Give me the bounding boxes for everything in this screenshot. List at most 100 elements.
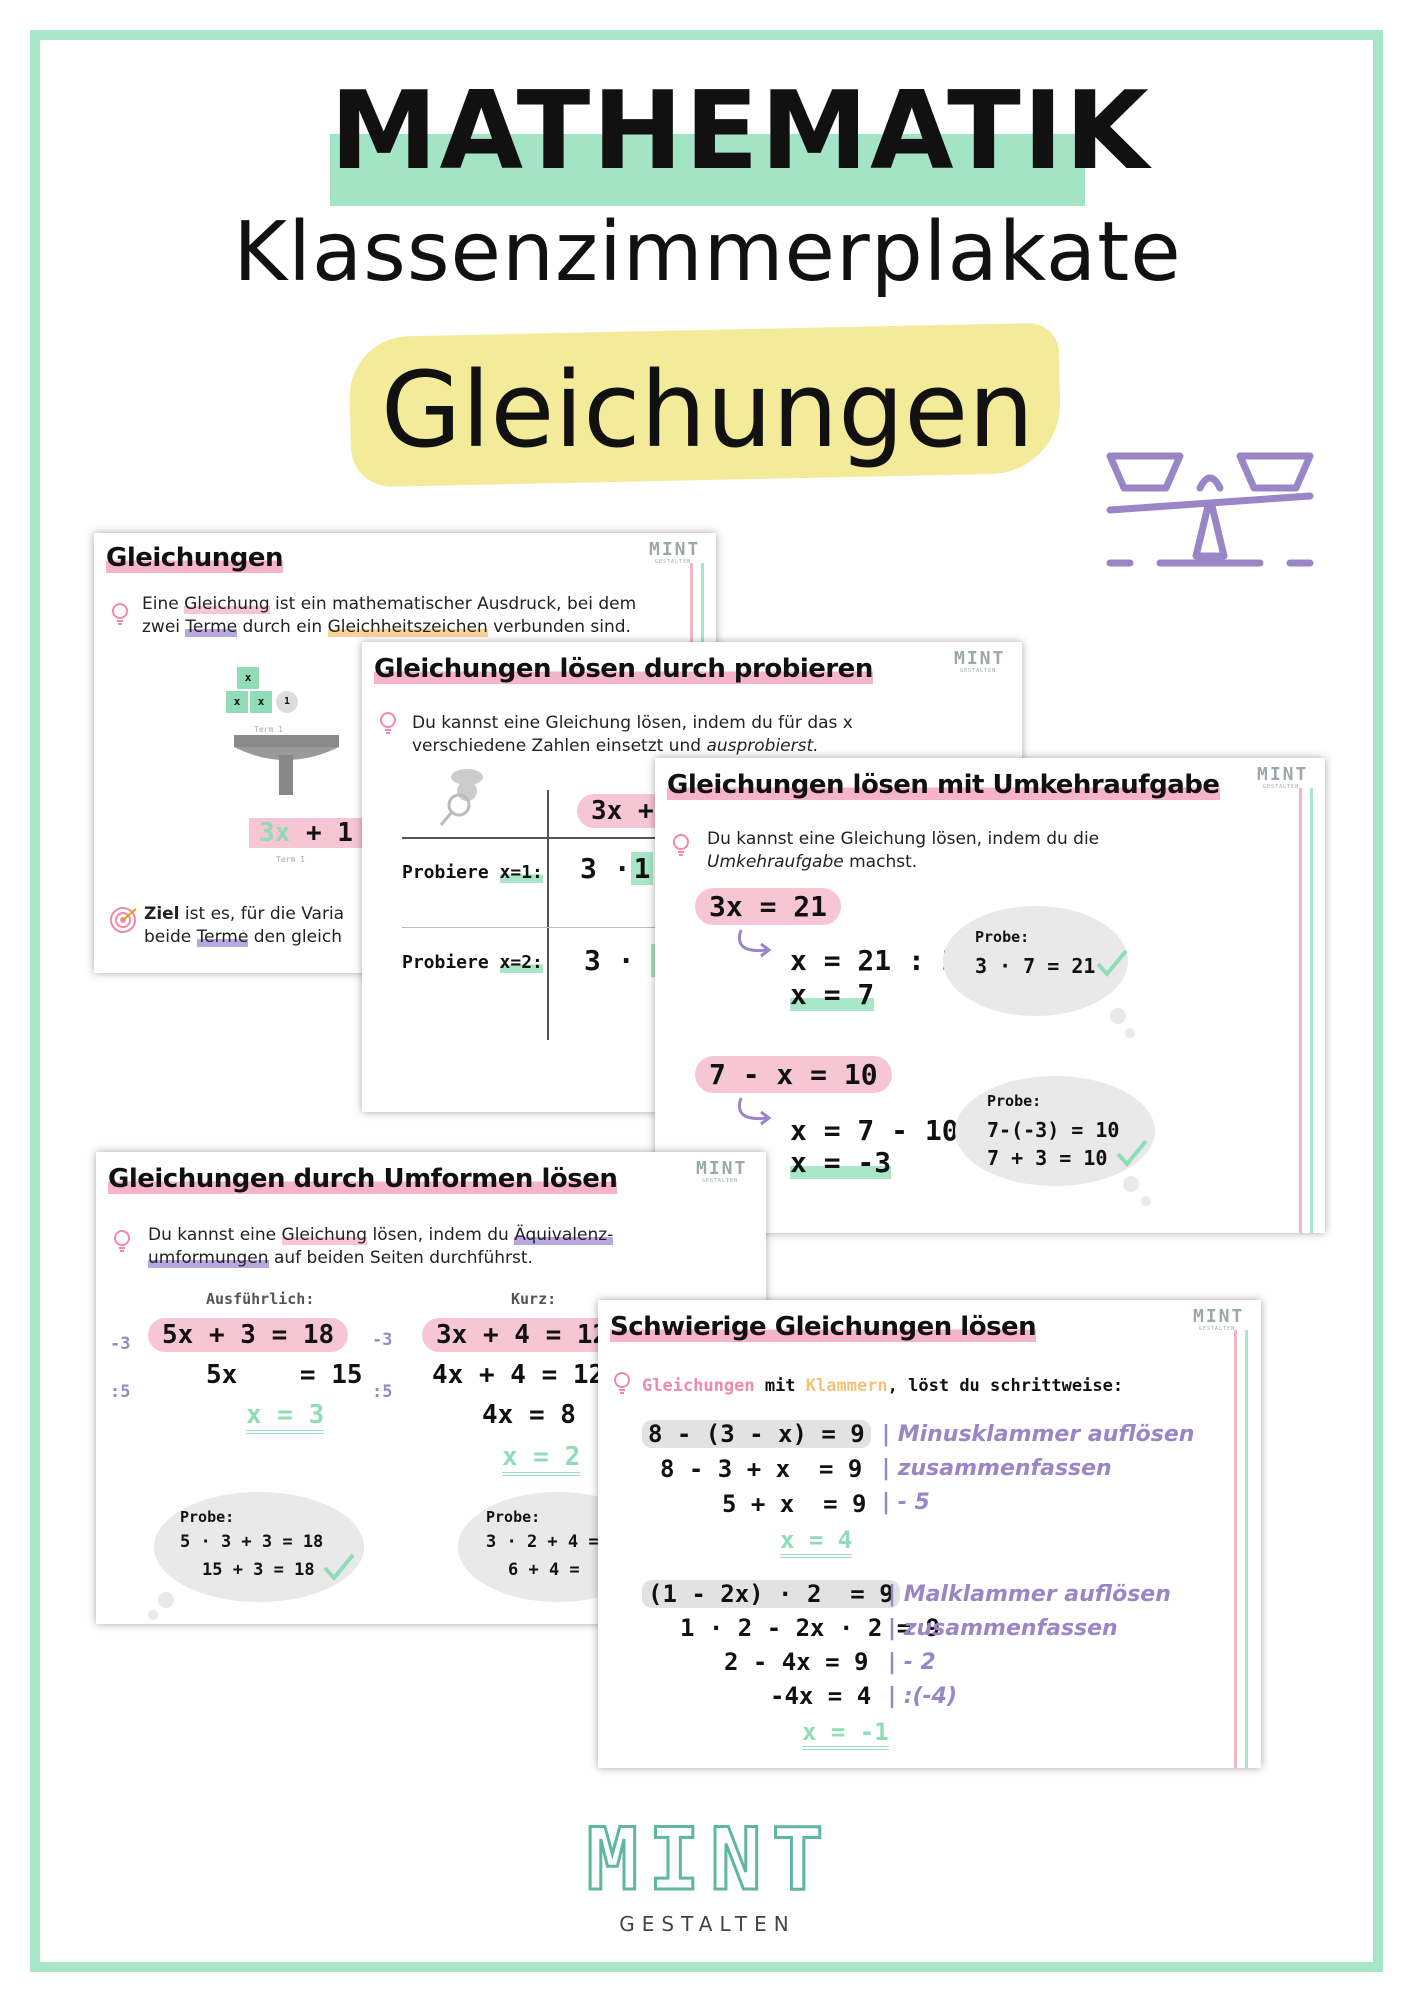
equation-2: 7 - x = 10 [695,1056,892,1093]
equation-line: 5x = 15 [206,1360,363,1390]
thought-dot [1125,1028,1135,1038]
thought-dot [148,1610,158,1620]
card-stripes [1234,1330,1248,1768]
detective-icon [439,769,483,826]
thought-cloud [154,1492,364,1602]
poster-card-schwierige: Schwierige Gleichungen lösen MINT Gleich… [598,1300,1261,1768]
probe-label: Probe: [180,1508,235,1526]
text-segment: x=2: [499,952,543,973]
probe-line: 7 + 3 = 10 [987,1146,1108,1170]
balance-illustration [234,735,339,795]
text-segment: Ziel [144,904,180,924]
equation-line: 8 - 3 + x = 9 [660,1455,863,1483]
thought-dot [158,1592,174,1608]
card-stripes [1299,788,1313,1233]
equation-line: 4x + 4 = 12 [432,1360,605,1390]
equation-step: x = 7 - 10 [790,1114,959,1147]
row-label: Probiere x=2: [402,952,543,973]
weight-1: 1 [276,691,298,713]
mint-small-logo: MINT [696,1158,747,1184]
step-note: | - 5 [882,1490,930,1515]
text-segment: 1 [630,852,654,885]
equation-line: 1 · 2 - 2x · 2 = 9 [680,1614,941,1642]
table-header: 3x + [577,794,668,828]
text-segment: auf beiden Seiten durchführst. [268,1248,533,1268]
operation-label: -3 [110,1334,131,1354]
text-segment: durch ein [237,617,328,637]
probe-line: 15 + 3 = 18 [202,1560,315,1580]
mint-logo-text: MINT [585,1809,834,1912]
equation-line: 3x + 4 = 12 [422,1318,623,1352]
text-segment: zwei [142,617,186,637]
lightbulb-icon [380,712,396,734]
equation-line: 5 + x = 9 [722,1490,867,1518]
text-segment: verschiedene Zahlen einsetzt und [412,736,707,756]
term-plus1: + 1 [305,818,353,848]
text-segment: ist ein mathematischer Ausdruck, bei dem [269,594,637,614]
card-title: Gleichungen durch Umformen lösen [108,1164,618,1194]
equation-result: x = 4 [780,1526,853,1558]
card-title: Gleichungen lösen mit Umkehraufgabe [667,770,1220,800]
box-x: x [250,691,272,713]
text-segment: mit [754,1376,806,1396]
step-note: | Malklammer auflösen [888,1582,1171,1607]
probe-label: Probe: [486,1508,541,1526]
text-segment: ausprobierst. [706,736,819,756]
lightbulb-icon [114,1230,130,1252]
thought-cloud [955,1076,1155,1186]
text-segment: Probiere [402,862,500,883]
equation-result: x = -1 [802,1718,889,1750]
intro-text: Gleichungen mit Klammern, löst du schrit… [642,1376,1123,1396]
text-segment: den gleich [248,927,342,947]
curved-arrow-icon [738,1097,772,1126]
thought-dot [1141,1196,1151,1206]
text-segment: Eine [142,594,185,614]
equation-result: x = 7 [790,978,875,1011]
step-note: | - 2 [888,1650,936,1675]
text-segment: lösen, indem du [367,1225,515,1245]
term-label-2: Term 1 [276,855,305,864]
operation-label: :5 [372,1382,393,1402]
term-expression: 3x + 1 [249,818,363,848]
probe-line: 6 + 4 = [508,1560,580,1580]
equation-line: (1 - 2x) · 2 = 9 [642,1580,900,1608]
keyword-gleichungen: Gleichungen [642,1376,755,1396]
text-segment: Probiere [402,952,500,973]
text-segment: · [617,944,635,977]
probe-label: Probe: [975,928,1030,946]
text-segment: beide [144,927,197,947]
probe-line: 3 · 7 = 21 [975,954,1096,978]
text-segment: Du kannst eine Gleichung lösen, indem du… [707,829,1100,849]
text-segment: , löst du schrittweise: [887,1376,1124,1396]
poster-card-umformen: Gleichungen durch Umformen lösen MINT Du… [96,1152,766,1624]
equation-1: 3x = 21 [695,888,842,925]
mint-small-logo: MINT [954,648,1005,674]
probe-line: 3 · 2 + 4 = [486,1532,599,1552]
step-note: | :(-4) [888,1684,958,1709]
column-heading: Ausführlich: [206,1290,315,1308]
checkmark-icon [1116,1139,1148,1168]
keyword-terme: Terme [185,617,238,637]
equation-result: x = -3 [790,1146,892,1179]
text-segment: · [613,852,631,885]
title-highlight [330,134,1085,206]
card-title: Schwierige Gleichungen lösen [610,1312,1037,1342]
term-label: Term 1 [254,725,283,734]
keyword-umformungen: umformungen [148,1248,269,1268]
row-label: Probiere x=1: [402,862,543,883]
poster-card-umkehraufgabe: Gleichungen lösen mit Umkehraufgabe MINT… [655,758,1325,1233]
keyword-gleichung: Gleichung [184,594,270,614]
keyword-terme: Terme [196,927,249,947]
equation-line: 2 - 4x = 9 [724,1648,869,1676]
mint-small-logo: MINT [649,539,700,565]
curved-arrow-icon [738,929,772,958]
checkmark-icon [323,1553,355,1582]
equation-line: -4x = 4 [770,1682,872,1710]
balance-scale-icon [1106,452,1314,567]
equation-result: x = 3 [246,1400,325,1434]
text-segment: x=1: [499,862,543,883]
keyword-aequivalenz: Äquivalenz- [514,1225,614,1245]
text-segment: Du kannst eine [148,1225,282,1245]
step-note: | zusammenfassen [882,1456,1112,1481]
equation-line: 5x + 3 = 18 [148,1318,349,1352]
